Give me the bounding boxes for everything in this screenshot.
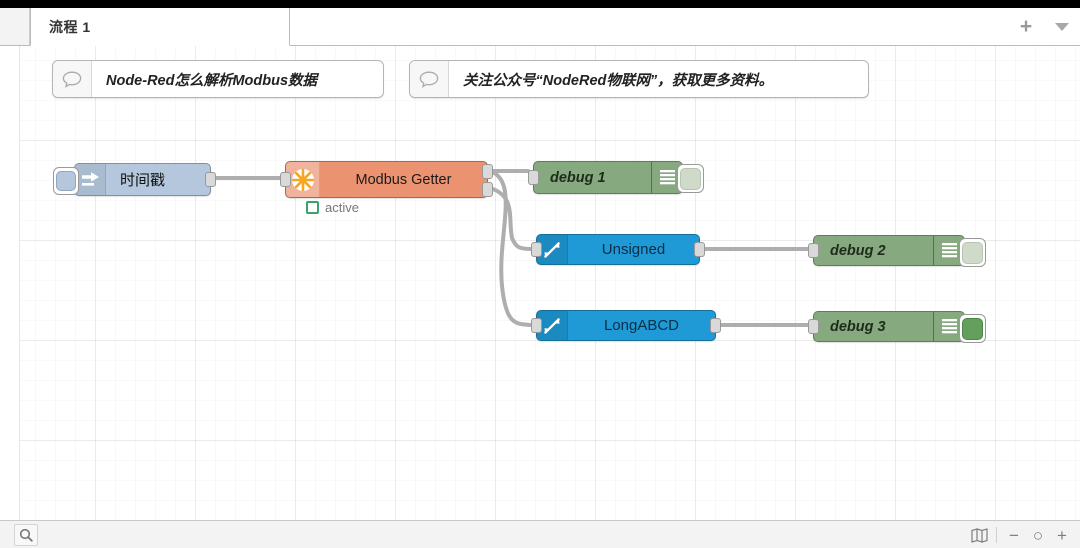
input-port[interactable]	[531, 318, 542, 333]
plus-icon: +	[1057, 525, 1067, 545]
chevron-down-icon	[1055, 22, 1069, 31]
output-port[interactable]	[694, 242, 705, 257]
node-modbus-getter[interactable]: Modbus Getter active	[280, 161, 493, 215]
map-icon	[970, 527, 988, 543]
debug-toggle-face	[962, 241, 983, 264]
navigator-button[interactable]	[967, 523, 991, 547]
node-label: Modbus Getter	[355, 171, 452, 188]
flow-tab-active[interactable]: 流程 1	[30, 8, 290, 46]
status-indicator	[306, 201, 319, 214]
status-text: active	[325, 200, 359, 215]
output-port-2[interactable]	[482, 182, 493, 197]
flow-canvas[interactable]: Node-Red怎么解析Modbus数据 关注公众号“NodeRed物联网”，获…	[0, 46, 1080, 520]
wire-layer	[208, 169, 810, 328]
node-label: 时间戳	[120, 172, 166, 189]
wire-modbus-to-unsigned	[488, 186, 534, 251]
comment-text: Node-Red怎么解析Modbus数据	[106, 72, 318, 89]
node-label: debug 2	[830, 242, 886, 259]
output-port-1[interactable]	[482, 164, 493, 179]
node-label: Unsigned	[601, 241, 666, 258]
flow-menu-button[interactable]	[1044, 8, 1080, 45]
window-title-strip	[0, 0, 1080, 8]
node-label: debug 1	[550, 169, 606, 186]
node-debug-3[interactable]: debug 3	[808, 311, 986, 343]
zoom-reset-button[interactable]: ○	[1026, 523, 1050, 547]
search-icon	[19, 528, 33, 542]
scale-arrows-icon	[537, 311, 568, 340]
tab-bar-controls: +	[1008, 8, 1080, 45]
inject-button-face	[56, 171, 76, 191]
debug-enable-toggle[interactable]	[959, 314, 986, 343]
node-label: debug 3	[830, 318, 886, 335]
debug-toggle-face	[680, 167, 701, 190]
status-bar: − ○ +	[0, 520, 1080, 548]
circle-icon: ○	[1032, 525, 1044, 545]
node-debug-1[interactable]: debug 1	[528, 161, 704, 194]
zoom-controls: − ○ +	[967, 523, 1074, 547]
debug-lines-icon	[933, 236, 964, 265]
output-port[interactable]	[205, 172, 216, 187]
comment-text: 关注公众号“NodeRed物联网”，获取更多资料。	[463, 72, 774, 89]
input-port[interactable]	[528, 170, 539, 185]
input-port[interactable]	[531, 242, 542, 257]
node-inject-timestamp[interactable]: 时间戳	[53, 163, 216, 196]
node-unsigned[interactable]: Unsigned	[531, 234, 705, 265]
wire-modbus-to-longabcd	[488, 169, 532, 327]
input-port[interactable]	[280, 172, 291, 187]
divider	[996, 527, 997, 543]
debug-lines-icon	[651, 162, 682, 193]
scale-arrows-icon	[537, 235, 568, 264]
comment-icon	[410, 61, 449, 97]
add-flow-button[interactable]: +	[1008, 8, 1044, 45]
input-port[interactable]	[808, 243, 819, 258]
modbus-gear-icon	[286, 162, 320, 197]
comment-node-2[interactable]: 关注公众号“NodeRed物联网”，获取更多资料。	[409, 60, 869, 98]
minus-icon: −	[1009, 525, 1019, 545]
debug-enable-toggle[interactable]	[677, 164, 704, 193]
inject-trigger-button[interactable]	[53, 167, 79, 195]
debug-lines-icon	[933, 312, 964, 341]
inject-arrow-icon	[75, 164, 106, 195]
debug-enable-toggle[interactable]	[959, 238, 986, 267]
zoom-out-button[interactable]: −	[1002, 523, 1026, 547]
node-label: LongABCD	[603, 317, 680, 334]
flow-tab-label: 流程 1	[49, 18, 91, 35]
output-port[interactable]	[710, 318, 721, 333]
comment-node-1[interactable]: Node-Red怎么解析Modbus数据	[52, 60, 384, 98]
comment-icon	[53, 61, 92, 97]
zoom-in-button[interactable]: +	[1050, 523, 1074, 547]
node-debug-2[interactable]: debug 2	[808, 235, 986, 267]
search-button[interactable]	[14, 524, 38, 546]
input-port[interactable]	[808, 319, 819, 334]
debug-toggle-face	[962, 317, 983, 340]
plus-icon: +	[1019, 15, 1033, 38]
flow-tab-bar: 流程 1 +	[0, 8, 1080, 46]
node-longabcd[interactable]: LongABCD	[531, 310, 721, 341]
node-status: active	[306, 200, 359, 215]
